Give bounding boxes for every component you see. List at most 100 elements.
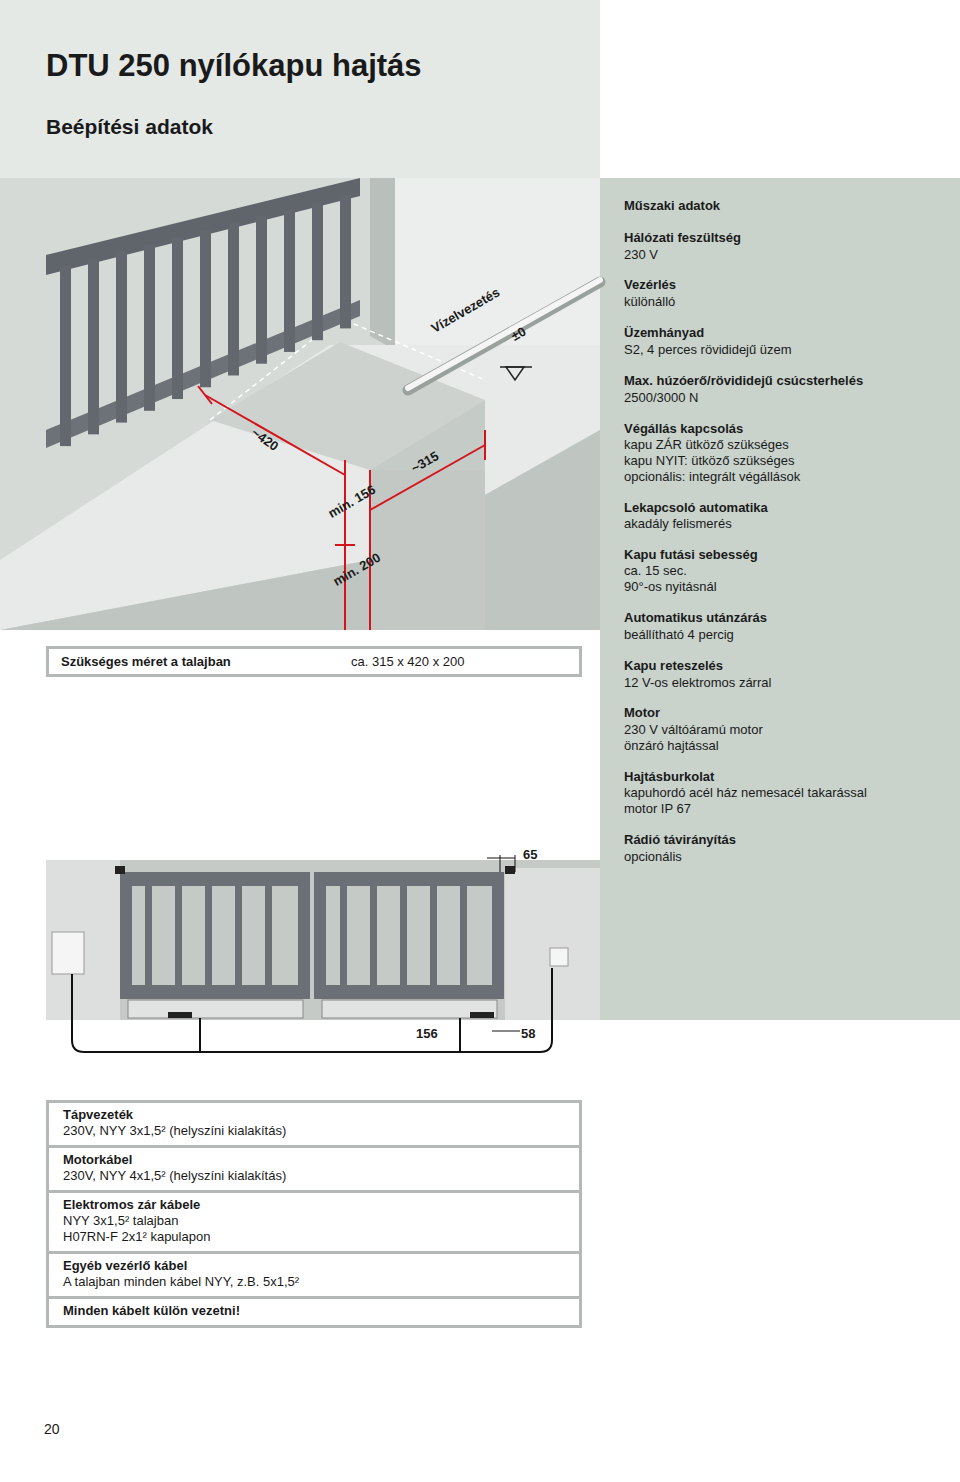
drive-unit xyxy=(322,1000,497,1018)
fence-bar xyxy=(284,209,295,352)
row-heading: Szükséges méret a talajban xyxy=(61,654,351,670)
fence-bar xyxy=(200,230,211,387)
spec-value: kapu NYIT: ütköző szükséges xyxy=(624,452,795,469)
spec-title: Rádió távirányítás xyxy=(624,831,736,848)
spec-title: Végállás kapcsolás xyxy=(624,420,743,437)
spec-value: kapuhordó acél ház nemesacél takarással xyxy=(624,784,867,801)
control-box xyxy=(52,932,84,974)
pit-side xyxy=(370,400,485,630)
row-heading: Motorkábel xyxy=(63,1152,565,1168)
fence-bar xyxy=(60,265,71,446)
spec-title: Hálózati feszültség xyxy=(624,229,741,246)
spec-value: opcionális xyxy=(624,848,682,865)
fence-bar xyxy=(228,223,239,375)
spec-value: akadály felismerés xyxy=(624,515,732,532)
row-text: H07RN-F 2x1² kapulapon xyxy=(63,1229,565,1245)
cable-row: Elektromos zár kábeleNYY 3x1,5² talajban… xyxy=(46,1193,582,1254)
row-text: NYY 3x1,5² talajban xyxy=(63,1213,565,1229)
hinge xyxy=(115,866,125,874)
row-text: 230V, NYY 3x1,5² (helyszíni kialakítás) xyxy=(63,1123,565,1139)
spec-value: 230 V xyxy=(624,246,658,263)
row-heading: Egyéb vezérlő kábel xyxy=(63,1258,565,1274)
row-heading: Minden kábelt külön vezetni! xyxy=(63,1303,565,1319)
spec-title: Kapu futási sebesség xyxy=(624,546,758,563)
gate-bar xyxy=(400,886,407,985)
spec-panel xyxy=(600,178,960,1020)
spec-title: Üzemhányad xyxy=(624,324,704,341)
gate-fence xyxy=(46,178,360,448)
fence-bar xyxy=(116,251,127,422)
spec-heading: Műszaki adatok xyxy=(624,197,720,214)
gate-bar xyxy=(205,886,212,985)
spec-value: 12 V-os elektromos zárral xyxy=(624,674,771,691)
dimension: 156 xyxy=(416,1025,438,1042)
spec-value: beállítható 4 percig xyxy=(624,626,734,643)
fence-bar xyxy=(340,195,351,328)
spec-value: ca. 15 sec. xyxy=(624,562,687,579)
spec-value: 2500/3000 N xyxy=(624,389,698,406)
spec-title: Motor xyxy=(624,704,660,721)
gate-bar xyxy=(145,886,152,985)
lock-box xyxy=(550,948,568,966)
page-title: DTU 250 nyílókapu hajtás xyxy=(46,48,422,84)
left-pillar xyxy=(46,860,120,1020)
gate-bar xyxy=(235,886,242,985)
dimension: 58 xyxy=(521,1025,535,1042)
dimension-lines xyxy=(198,386,485,630)
header-band xyxy=(0,0,600,178)
gate-bar xyxy=(460,886,467,985)
small-dims xyxy=(487,855,520,1031)
front-wall-bg xyxy=(46,860,600,1020)
gate-bar xyxy=(370,886,377,985)
cable-row: Minden kábelt külön vezetni! xyxy=(46,1299,582,1328)
hinge xyxy=(505,866,515,874)
spec-title: Max. húzóerő/rövididejű csúcsterhelés xyxy=(624,372,863,389)
fence-bar xyxy=(256,216,267,364)
spec-value: S2, 4 perces rövididejű üzem xyxy=(624,341,792,358)
spec-title: Automatikus utánzárás xyxy=(624,609,767,626)
gate-bar xyxy=(340,886,347,985)
ground-front xyxy=(0,430,600,630)
row-heading: Tápvezeték xyxy=(63,1107,565,1123)
drain-pipe-hl xyxy=(408,280,600,388)
pillar-face xyxy=(395,178,600,350)
drive-unit xyxy=(128,1000,303,1018)
gate-bar xyxy=(265,886,272,985)
spec-title: Lekapcsoló automatika xyxy=(624,499,768,516)
spec-value: önzáró hajtással xyxy=(624,737,719,754)
fence-bar xyxy=(88,258,99,434)
level-line xyxy=(500,366,532,368)
gate-bars xyxy=(145,886,467,985)
spec-title: Hajtásburkolat xyxy=(624,768,714,785)
spec-title: Vezérlés xyxy=(624,276,676,293)
spec-value: 90°-os nyitásnál xyxy=(624,578,717,595)
fence-bar xyxy=(144,244,155,410)
motor-mark xyxy=(168,1012,192,1018)
spec-value: kapu ZÁR ütköző szükséges xyxy=(624,436,789,453)
gate-leaves xyxy=(120,872,504,999)
fence-bar xyxy=(172,237,183,399)
level-symbol xyxy=(506,367,524,380)
gate-bar xyxy=(175,886,182,985)
subtitle: Beépítési adatok xyxy=(46,114,213,139)
row-heading: Elektromos zár kábele xyxy=(63,1197,565,1213)
size-box: Szükséges méret a talajbanca. 315 x 420 … xyxy=(46,646,582,677)
dimension: 65 xyxy=(523,846,537,863)
row-text: A talajban minden kábel NYY, z.B. 5x1,5² xyxy=(63,1274,565,1290)
install-bg xyxy=(0,178,600,630)
cable-row: Egyéb vezérlő kábelA talajban minden káb… xyxy=(46,1254,582,1299)
pillar-side xyxy=(370,178,395,350)
cable-row: Tápvezeték230V, NYY 3x1,5² (helyszíni ki… xyxy=(46,1100,582,1148)
spec-title: Kapu reteszelés xyxy=(624,657,723,674)
spec-value: 230 V váltóáramú motor xyxy=(624,721,763,738)
cables xyxy=(72,968,552,1052)
row-text: 230V, NYY 4x1,5² (helyszíni kialakítás) xyxy=(63,1168,565,1184)
motor-mark xyxy=(470,1012,494,1018)
spec-value: különálló xyxy=(624,293,675,310)
spec-value: opcionális: integrált végállások xyxy=(624,468,800,485)
cable-row: Motorkábel230V, NYY 4x1,5² (helyszíni ki… xyxy=(46,1148,582,1193)
fence-bar xyxy=(312,202,323,340)
page-number: 20 xyxy=(44,1420,60,1438)
gate-bar xyxy=(430,886,437,985)
row-text: ca. 315 x 420 x 200 xyxy=(351,654,464,670)
